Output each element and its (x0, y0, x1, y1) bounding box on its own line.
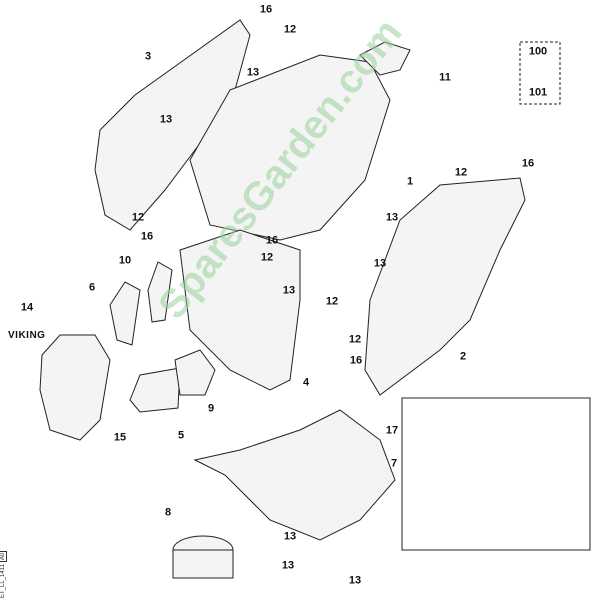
drawing-code: ET_LL_1411A0 (0, 550, 7, 598)
callout-16: 16 (265, 234, 279, 247)
callout-4: 4 (302, 376, 310, 389)
callout-13: 13 (283, 530, 297, 543)
callout-14: 14 (20, 301, 34, 314)
callout-2: 2 (459, 350, 467, 363)
callout-9: 9 (207, 402, 215, 415)
callout-101: 101 (528, 86, 548, 99)
callout-6: 6 (88, 281, 96, 294)
callout-12: 12 (348, 333, 362, 346)
callout-100: 100 (528, 45, 548, 58)
part-5-panel (129, 367, 181, 413)
callout-13: 13 (373, 257, 387, 270)
callout-5: 5 (177, 429, 185, 442)
callout-8: 8 (164, 506, 172, 519)
callout-16: 16 (349, 354, 363, 367)
viking-logo: VIKING (8, 330, 46, 341)
callout-1: 1 (406, 175, 414, 188)
callout-12: 12 (325, 295, 339, 308)
callout-11: 11 (439, 71, 451, 84)
part-6-cover (109, 281, 141, 346)
part-10-cover (147, 261, 173, 323)
part-2-side-panel-right (364, 177, 526, 396)
part-8-fan-body (172, 549, 234, 579)
part-11-vent-frame (359, 41, 411, 76)
fastener-box (519, 41, 561, 105)
inset-box-17 (401, 397, 591, 551)
callout-13: 13 (385, 211, 399, 224)
callout-12: 12 (454, 166, 468, 179)
callout-13: 13 (246, 66, 260, 79)
part-7-lower-shroud (193, 409, 396, 541)
callout-13: 13 (348, 574, 362, 587)
callout-13: 13 (282, 284, 296, 297)
callout-15: 15 (113, 431, 127, 444)
callout-16: 16 (140, 230, 154, 243)
callout-12: 12 (131, 211, 145, 224)
callout-16: 16 (259, 3, 273, 16)
part-4-dash-frame (179, 229, 301, 391)
sheet-size: A0 (0, 550, 7, 563)
callout-12: 12 (283, 23, 297, 36)
callout-10: 10 (118, 254, 132, 267)
callout-13: 13 (159, 113, 173, 126)
callout-13: 13 (281, 559, 295, 572)
drawing-code-text: ET_LL_1411 (0, 564, 6, 598)
callout-16: 16 (521, 157, 535, 170)
part-9-lamp (174, 349, 216, 396)
callout-7: 7 (390, 457, 398, 470)
part-15-front-grille (39, 334, 111, 441)
callout-3: 3 (144, 50, 152, 63)
callout-12: 12 (260, 251, 274, 264)
callout-17: 17 (385, 424, 399, 437)
